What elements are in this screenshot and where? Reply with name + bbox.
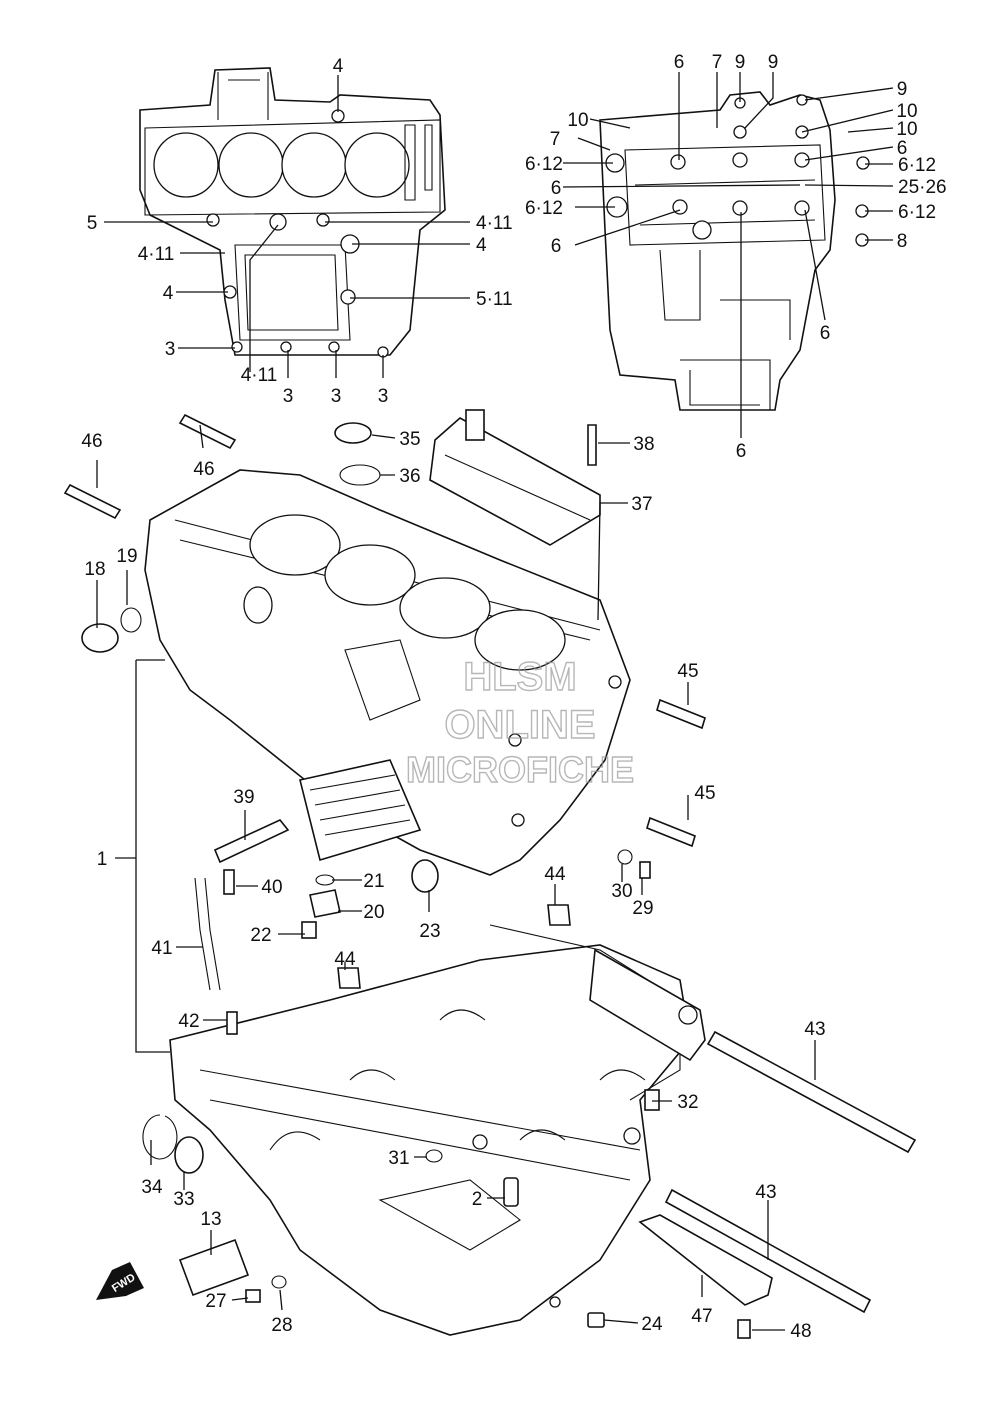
callout-label: 48 <box>790 1321 811 1342</box>
callout-label: 6·12 <box>898 202 936 223</box>
callout-label: 7 <box>550 129 561 150</box>
callout-label: 19 <box>116 546 137 567</box>
upper-crankcase <box>144 469 631 876</box>
watermark-line-1: HLSM <box>463 655 576 699</box>
callout-label: 6 <box>820 323 831 344</box>
callout-label: 43 <box>755 1182 776 1203</box>
callout-label: 46 <box>193 459 214 480</box>
callout-label: 4 <box>476 235 487 256</box>
callout-label: 47 <box>691 1306 712 1327</box>
callout-label: 6 <box>551 178 562 199</box>
callout-label: 6 <box>736 441 747 462</box>
callout-label: 24 <box>641 1314 663 1335</box>
callout-label: 30 <box>611 881 632 902</box>
callout-label: 10 <box>896 119 917 140</box>
upper-crankcase-top-view <box>139 67 446 358</box>
callout-label: 36 <box>399 466 420 487</box>
callout-label: 6·12 <box>898 155 936 176</box>
callout-label: 4·11 <box>138 244 175 265</box>
callout-label: 3 <box>331 386 342 407</box>
callout-label: 21 <box>363 871 384 892</box>
callout-label: 41 <box>151 938 172 959</box>
callout-label: 6 <box>897 138 908 159</box>
callout-label: 45 <box>677 661 698 682</box>
callout-label: 10 <box>896 101 917 122</box>
callout-label: 2 <box>472 1189 483 1210</box>
callout-label: 25·26 <box>898 177 947 198</box>
callout-label: 9 <box>768 52 779 73</box>
callout-label: 43 <box>804 1019 825 1040</box>
callout-label: 8 <box>897 231 908 252</box>
callout-label: 37 <box>631 494 652 515</box>
callout-label: 4·11 <box>476 213 513 234</box>
callout-label: 10 <box>567 110 588 131</box>
callout-label: 13 <box>200 1209 221 1230</box>
callout-label: 23 <box>419 921 440 942</box>
callout-label: 44 <box>334 949 356 970</box>
callout-label: 22 <box>250 925 271 946</box>
callout-label: 27 <box>205 1291 226 1312</box>
callout-label: 3 <box>378 386 389 407</box>
callout-label: 31 <box>388 1148 409 1169</box>
watermark-line-2: ONLINE <box>444 703 595 747</box>
lower-crankcase <box>169 924 706 1336</box>
callout-label: 45 <box>694 783 715 804</box>
callout-label: 46 <box>81 431 102 452</box>
fwd-arrow-icon: FWD <box>96 1262 144 1300</box>
callout-label: 6·12 <box>525 198 563 219</box>
callout-label: 5 <box>87 213 98 234</box>
callout-labels-top-right: 6 7 9 9 9 10 10 10 7 6 6·12 6·12 6 25·26… <box>525 52 947 462</box>
callout-label: 42 <box>178 1011 199 1032</box>
callout-label: 34 <box>141 1177 163 1198</box>
callout-label: 29 <box>632 898 653 919</box>
callout-label: 9 <box>735 52 746 73</box>
callout-label: 44 <box>544 864 566 885</box>
callout-label: 33 <box>173 1189 194 1210</box>
watermark-line-3: MICROFICHE <box>406 749 634 790</box>
watermark: HLSM ONLINE MICROFICHE <box>405 654 634 790</box>
callout-labels-main: 46 46 35 36 38 37 18 19 45 45 1 39 40 21… <box>81 429 825 1342</box>
callout-label: 3 <box>165 339 176 360</box>
callout-label: 5·11 <box>476 289 513 310</box>
callout-label: 39 <box>233 787 254 808</box>
callout-label: 3 <box>283 386 294 407</box>
callout-label: 9 <box>897 79 908 100</box>
callout-labels-top-left: 4 5 4·11 4·11 4 4 5·11 3 4·11 3 3 3 <box>87 56 513 407</box>
callout-label: 6·12 <box>525 154 563 175</box>
callout-label: 7 <box>712 52 723 73</box>
callout-label: 4 <box>163 283 174 304</box>
callout-label: 4 <box>333 56 344 77</box>
lower-crankcase-top-view <box>599 91 870 411</box>
callout-label: 1 <box>97 849 108 870</box>
callout-label: 35 <box>399 429 420 450</box>
callout-label: 28 <box>271 1315 292 1336</box>
callout-label: 4·11 <box>241 365 278 386</box>
callout-label: 32 <box>677 1092 698 1113</box>
leader-lines <box>96 72 894 1331</box>
callout-label: 18 <box>84 559 105 580</box>
callout-label: 6 <box>551 236 562 257</box>
cover-plate <box>429 409 601 546</box>
callout-label: 38 <box>633 434 654 455</box>
callout-label: 20 <box>363 902 384 923</box>
callout-label: 6 <box>674 52 685 73</box>
callout-label: 40 <box>261 877 282 898</box>
